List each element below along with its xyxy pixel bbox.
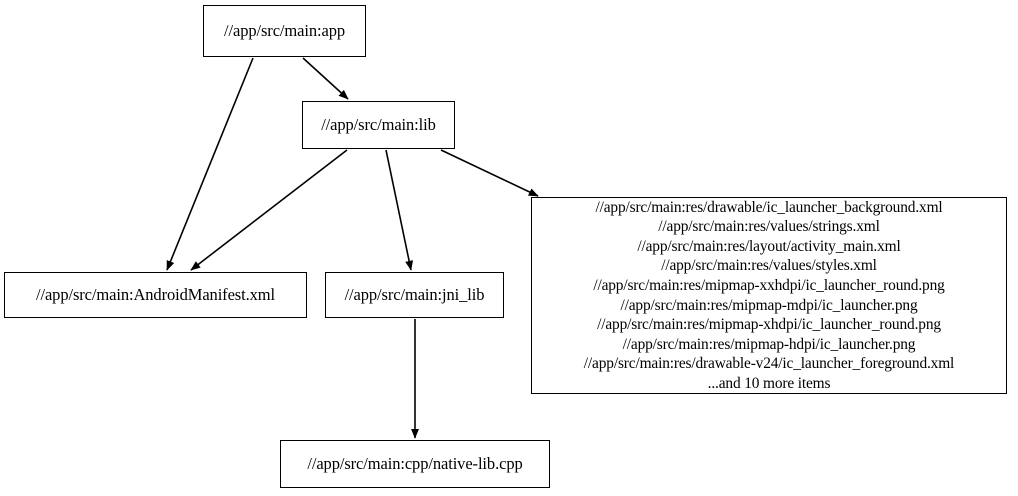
node-app-label: //app/src/main:app [224,21,345,41]
resource-line: //app/src/main:res/drawable/ic_launcher_… [595,198,943,216]
node-lib[interactable]: //app/src/main:lib [302,101,455,149]
resource-line: //app/src/main:res/mipmap-mdpi/ic_launch… [620,296,918,314]
node-native-lib-cpp[interactable]: //app/src/main:cpp/native-lib.cpp [280,440,550,488]
node-jni-lib[interactable]: //app/src/main:jni_lib [325,272,504,318]
edge-app-to-androidmanifest [166,57,254,271]
resource-line: //app/src/main:res/mipmap-xxhdpi/ic_laun… [593,276,945,294]
edge-app-to-lib [302,57,349,100]
node-androidmanifest-label: //app/src/main:AndroidManifest.xml [35,285,276,305]
node-jni-lib-label: //app/src/main:jni_lib [344,285,485,305]
edge-lib-to-androidmanifest [190,149,348,271]
resource-line: //app/src/main:res/mipmap-xhdpi/ic_launc… [597,316,941,334]
resource-line: //app/src/main:res/drawable-v24/ic_launc… [583,355,955,373]
node-native-lib-cpp-label: //app/src/main:cpp/native-lib.cpp [307,454,523,474]
node-androidmanifest[interactable]: //app/src/main:AndroidManifest.xml [4,272,307,318]
resource-overflow-label: ...and 10 more items [707,374,831,392]
resource-line: //app/src/main:res/mipmap-hdpi/ic_launch… [622,335,916,353]
resource-line: //app/src/main:res/values/strings.xml [658,218,880,236]
node-resources-group[interactable]: //app/src/main:res/drawable/ic_launcher_… [531,197,1007,394]
resource-line: //app/src/main:res/layout/activity_main.… [637,237,901,255]
node-lib-label: //app/src/main:lib [321,115,436,135]
edge-lib-to-resources [440,149,539,197]
resource-line: //app/src/main:res/values/styles.xml [661,257,877,275]
node-app[interactable]: //app/src/main:app [203,5,366,57]
edge-lib-to-jni-lib [385,149,414,271]
